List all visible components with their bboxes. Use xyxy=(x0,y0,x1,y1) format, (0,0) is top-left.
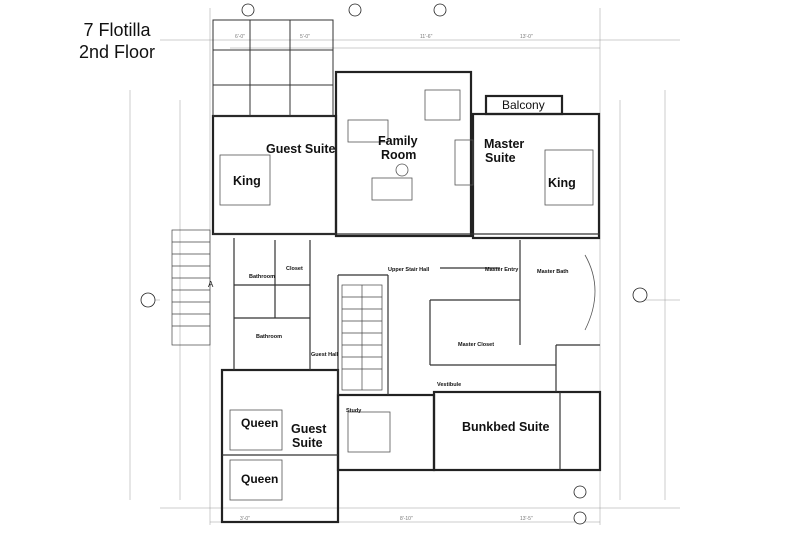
grid-label-a: A xyxy=(208,280,214,289)
grid-markers xyxy=(140,3,648,525)
room-master-line-2: Suite xyxy=(485,151,516,165)
room-guest-line-2: Suite xyxy=(292,436,323,450)
room-bathroom-lower: Bathroom xyxy=(256,334,282,340)
room-master-closet: Master Closet xyxy=(458,342,495,348)
room-master-line-1: Master xyxy=(484,137,525,151)
dimension-grid xyxy=(129,8,680,525)
room-master-entry: Master Entry xyxy=(485,267,519,273)
svg-text:5'-0": 5'-0" xyxy=(300,34,310,40)
room-balcony: Balcony xyxy=(502,98,545,112)
drawing-title-line-2: 2nd Floor xyxy=(78,42,156,62)
furniture xyxy=(219,89,596,501)
room-upper-stair-hall: Upper Stair Hall xyxy=(388,267,430,273)
room-study: Study xyxy=(346,408,362,414)
room-guest-hall: Guest Hall xyxy=(311,352,339,358)
stair xyxy=(341,284,383,391)
room-closet: Closet xyxy=(286,266,303,272)
room-guest-suite-upper: Guest Suite xyxy=(266,142,336,156)
exterior-stair-left xyxy=(171,229,211,346)
interior-walls xyxy=(213,233,600,470)
dimension-labels: 6'-0" 5'-0" 11'-6" 13'-0" 3'-0" 8'-10" 1… xyxy=(235,34,533,522)
room-family-line-2: Room xyxy=(381,148,417,162)
room-queen-bottom: Queen xyxy=(241,472,279,486)
svg-text:13'-0": 13'-0" xyxy=(520,34,533,40)
room-king-right: King xyxy=(548,176,576,190)
room-family-line-1: Family xyxy=(378,134,418,148)
room-bunkbed-suite: Bunkbed Suite xyxy=(462,420,550,434)
drawing-title-line-1: 7 Flotilla xyxy=(83,20,151,40)
svg-text:6'-0": 6'-0" xyxy=(235,34,245,40)
room-bathroom-upper: Bathroom xyxy=(249,274,275,280)
upper-deck xyxy=(212,19,334,117)
svg-text:8'-10": 8'-10" xyxy=(400,516,413,522)
room-king-left: King xyxy=(233,174,261,188)
exterior-walls xyxy=(211,70,602,524)
room-guest-line-1: Guest xyxy=(291,422,327,436)
svg-text:3'-0": 3'-0" xyxy=(240,516,250,522)
room-vestibule: Vestibule xyxy=(437,382,462,388)
svg-text:11'-6": 11'-6" xyxy=(420,34,433,40)
room-master-bath: Master Bath xyxy=(537,269,569,275)
room-queen-top: Queen xyxy=(241,416,279,430)
svg-text:13'-5": 13'-5" xyxy=(520,516,533,522)
